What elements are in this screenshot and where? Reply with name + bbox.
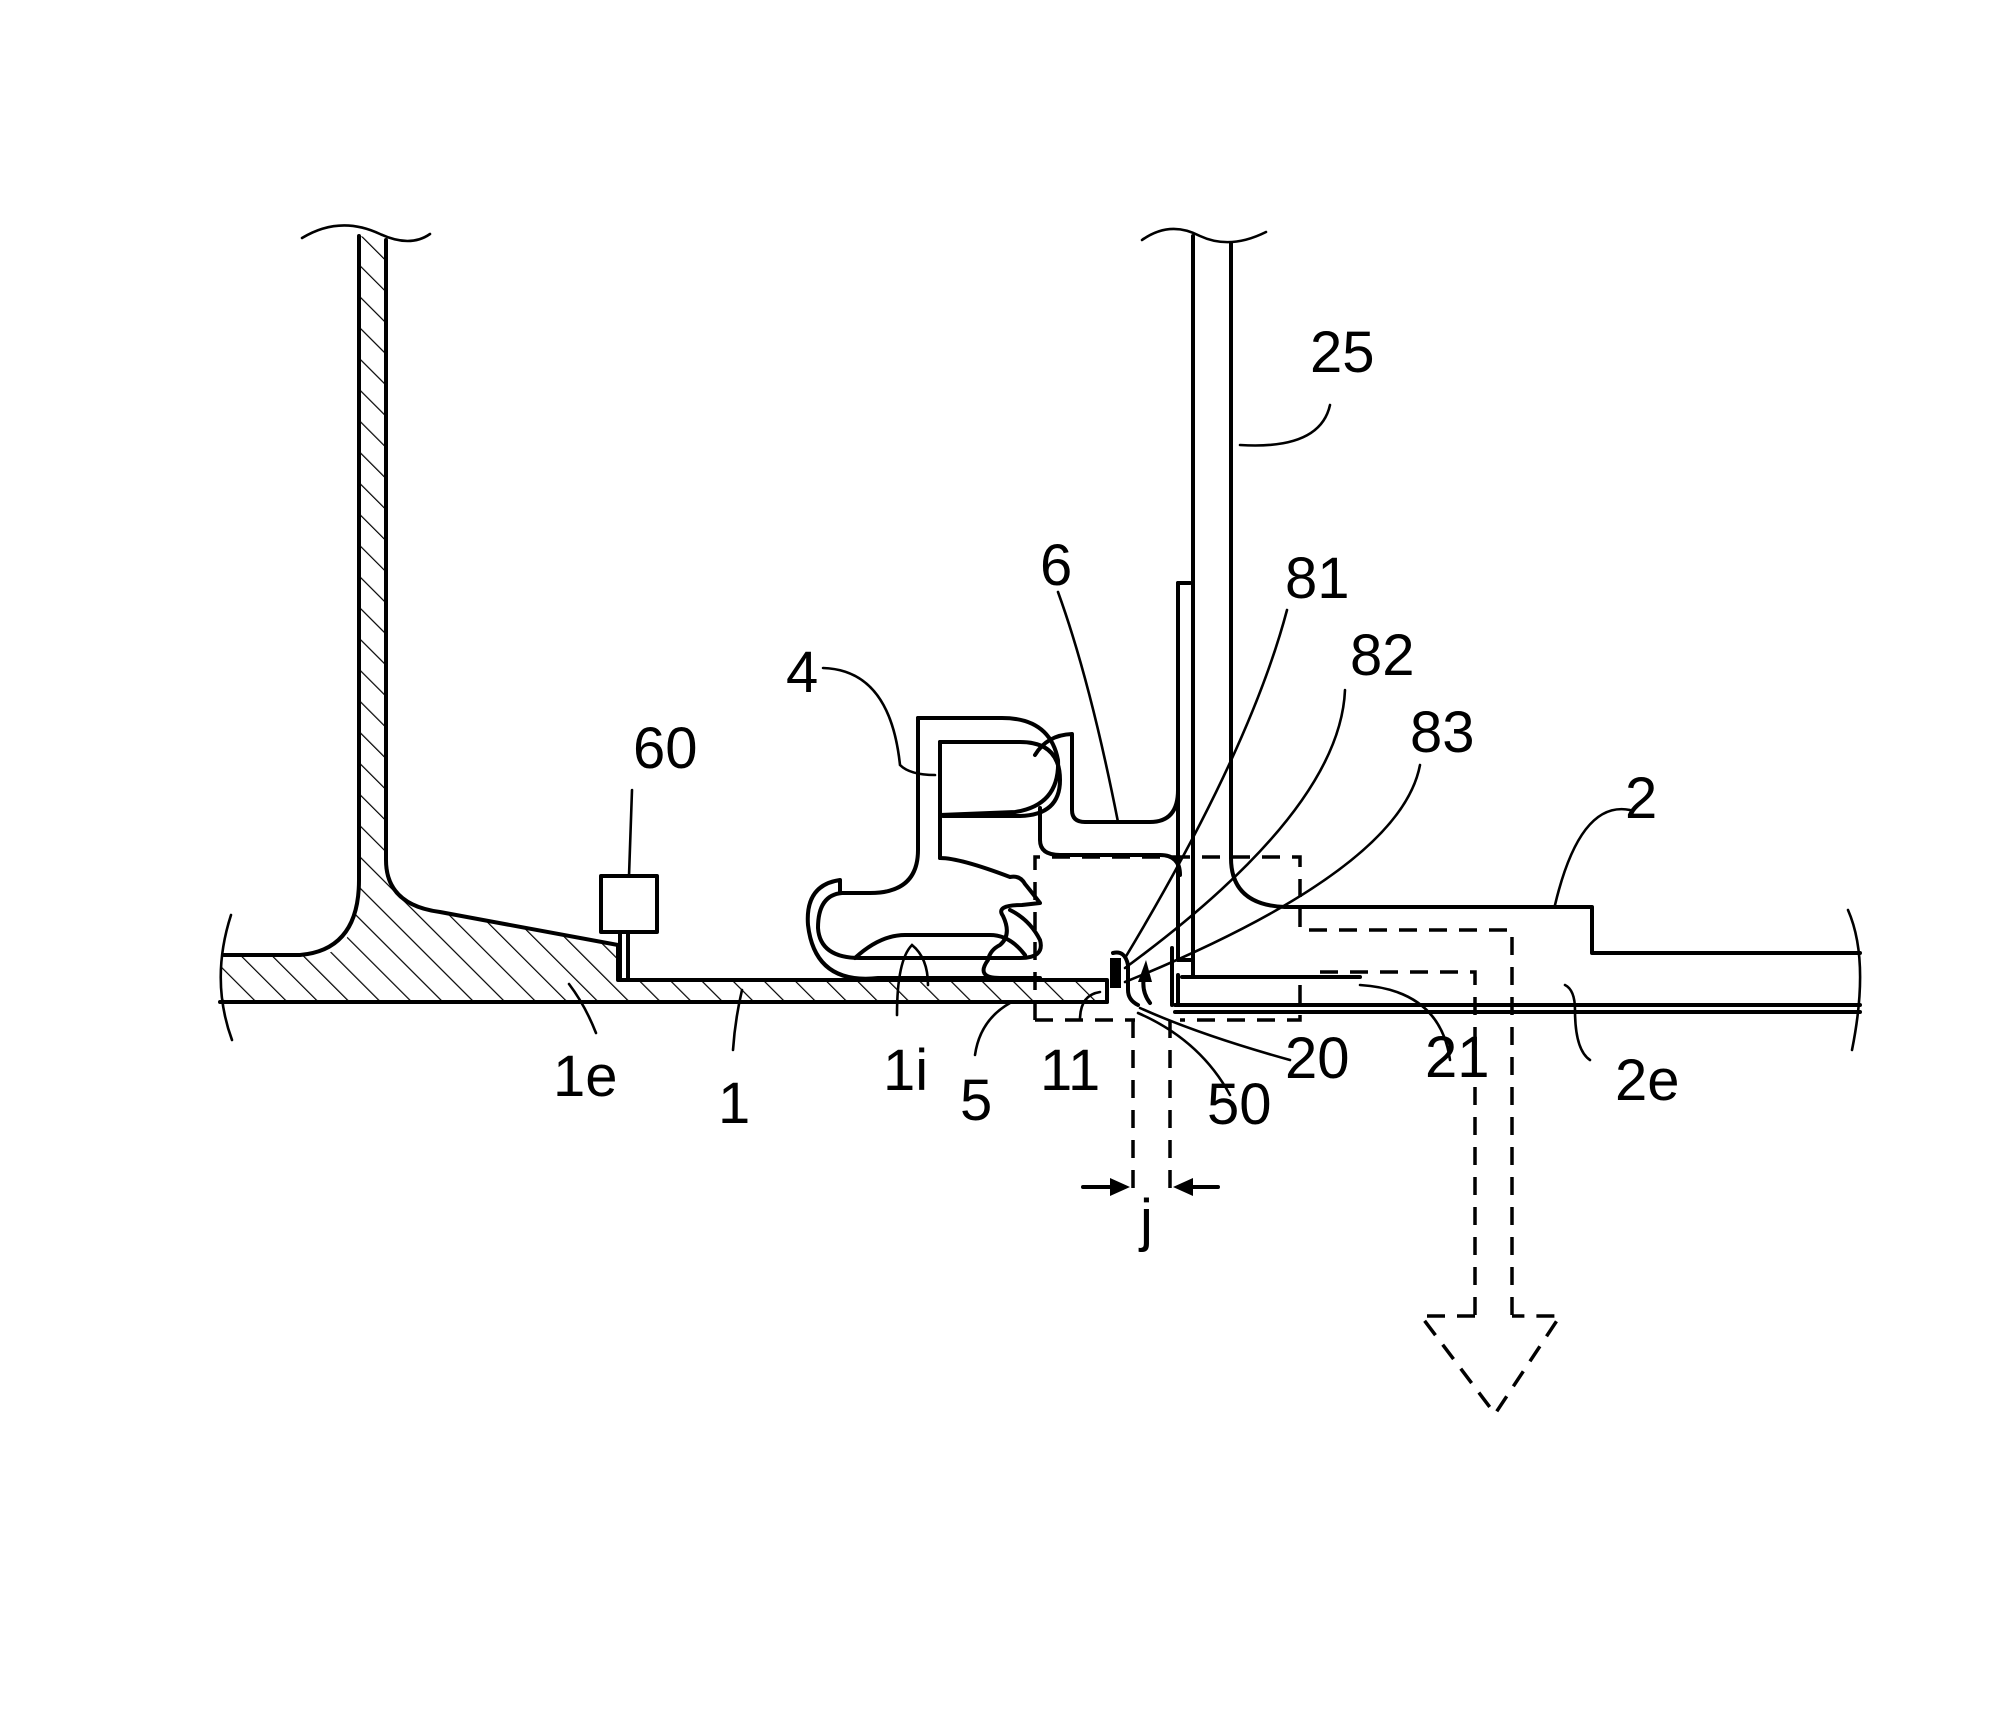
leader-6 — [1056, 590, 1120, 824]
dim-arrow-right-head — [1173, 1178, 1193, 1196]
left-wall-outer-edge — [222, 234, 361, 957]
component-2-top-profile — [1283, 905, 1862, 955]
wall-25-break-mark — [1140, 227, 1268, 244]
left-floor-break-mark — [219, 913, 234, 1042]
label-83: 83 — [1410, 700, 1475, 765]
reference-labels: 25 6 81 82 83 4 60 2 1e 1 1i 5 11 20 50 … — [553, 320, 1680, 1253]
leader-2 — [1553, 807, 1632, 907]
leader-20 — [1138, 1006, 1292, 1062]
label-21: 21 — [1425, 1025, 1490, 1090]
label-6: 6 — [1040, 533, 1072, 598]
seal-4-left-hook — [805, 716, 1042, 981]
label-82: 82 — [1350, 623, 1415, 688]
dashed-flow-path — [1033, 855, 1564, 1418]
dashed-region-box — [1033, 855, 1514, 1316]
left-wall-inner-edge — [384, 238, 1109, 1004]
wall-25 — [1140, 227, 1287, 977]
component-1-hatched-section — [218, 224, 1109, 1042]
element-81-block — [1110, 958, 1121, 988]
label-1i: 1i — [883, 1038, 928, 1103]
leader-lines — [567, 403, 1632, 1097]
sensor-box — [599, 874, 659, 934]
label-4: 4 — [786, 640, 818, 705]
left-wall-break-mark — [300, 224, 432, 243]
component-2 — [1173, 905, 1862, 1052]
hatched-body — [222, 236, 1107, 1002]
label-81: 81 — [1285, 546, 1350, 611]
leader-4 — [821, 666, 937, 777]
leader-50 — [1136, 1011, 1232, 1097]
leader-82 — [1123, 688, 1347, 970]
leader-25 — [1238, 403, 1332, 447]
leader-11 — [1078, 990, 1102, 1022]
label-2e: 2e — [1615, 1048, 1680, 1113]
element-50-tip — [1111, 950, 1140, 1007]
wall-25-corner-fillet — [1229, 856, 1287, 909]
label-2: 2 — [1625, 766, 1657, 831]
label-5: 5 — [960, 1068, 992, 1133]
seal-4-head — [916, 716, 1061, 817]
seal-4-outer-profile — [938, 740, 1062, 980]
gap-dimension-j — [1081, 1020, 1220, 1196]
label-60: 60 — [633, 716, 698, 781]
leader-83 — [1123, 763, 1422, 984]
label-25: 25 — [1310, 320, 1375, 385]
seal-4 — [805, 716, 1062, 981]
label-1: 1 — [718, 1071, 750, 1136]
leader-2e — [1563, 983, 1592, 1062]
seal-6-inner — [1038, 806, 1182, 877]
leader-1e — [567, 982, 598, 1035]
leader-21 — [1358, 983, 1452, 1062]
leader-1 — [731, 988, 744, 1052]
dashed-inner-path — [1035, 970, 1477, 1316]
seal-6-outer — [1033, 581, 1192, 824]
dim-arrow-left-head — [1110, 1178, 1130, 1196]
seal-4-bump — [853, 933, 1027, 960]
label-11: 11 — [1040, 1038, 1100, 1103]
right-break-mark — [1846, 908, 1862, 1052]
label-j: j — [1138, 1188, 1153, 1253]
seal-6 — [1033, 581, 1192, 877]
label-1e: 1e — [553, 1044, 618, 1109]
label-50: 50 — [1207, 1072, 1272, 1137]
dashed-arrow-head — [1417, 1314, 1564, 1418]
leader-81 — [1123, 608, 1289, 960]
leader-60 — [627, 788, 634, 878]
label-20: 20 — [1285, 1026, 1350, 1091]
leader-1i — [895, 943, 930, 1017]
leader-5 — [973, 1001, 1012, 1057]
